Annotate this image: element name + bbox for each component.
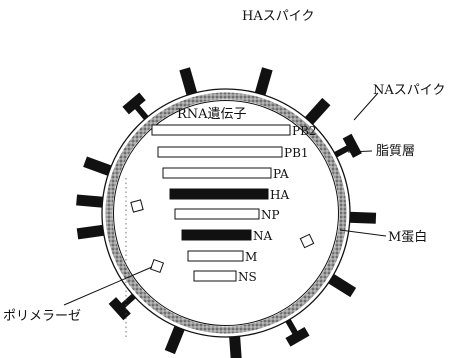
segment-ns-label: NS <box>238 270 257 284</box>
segment-ns-bar <box>193 270 237 282</box>
segment-pa-bar <box>162 167 272 179</box>
polymerase-marker <box>149 258 165 274</box>
m-protein-leader <box>339 229 387 237</box>
segment-ha-label: HA <box>270 188 289 202</box>
segment-m-bar <box>187 250 244 262</box>
segment-pa-label: PA <box>273 167 289 181</box>
polymerase-marker <box>299 233 315 249</box>
segment-pb2-bar <box>151 124 291 136</box>
segment-na-label: NA <box>253 229 273 243</box>
ha-spike-label: HAスパイク <box>242 9 314 24</box>
lipid-layer-leader <box>347 150 373 153</box>
polymerase-marker <box>130 199 144 213</box>
segment-ha-bar <box>169 188 269 200</box>
polymerase-label: ポリメラーゼ <box>3 309 81 324</box>
polymerase-leader <box>63 266 153 306</box>
na-spike-label: NAスパイク <box>373 83 446 98</box>
segment-m-label: M <box>245 250 257 264</box>
segment-pb1-label: PB1 <box>284 146 309 160</box>
segment-na-bar <box>181 229 252 241</box>
segment-np-label: NP <box>261 208 280 222</box>
segment-pb2-label: PB2 <box>292 124 317 138</box>
m-protein-band <box>105 92 347 334</box>
rna-genes-label: RNA遺伝子 <box>177 107 247 122</box>
segment-np-bar <box>174 208 260 220</box>
m-protein-label: M蛋白 <box>388 229 427 245</box>
segment-pb1-bar <box>157 146 283 158</box>
na-spike-leader <box>353 92 379 121</box>
lipid-layer-label: 脂質層 <box>376 144 415 159</box>
